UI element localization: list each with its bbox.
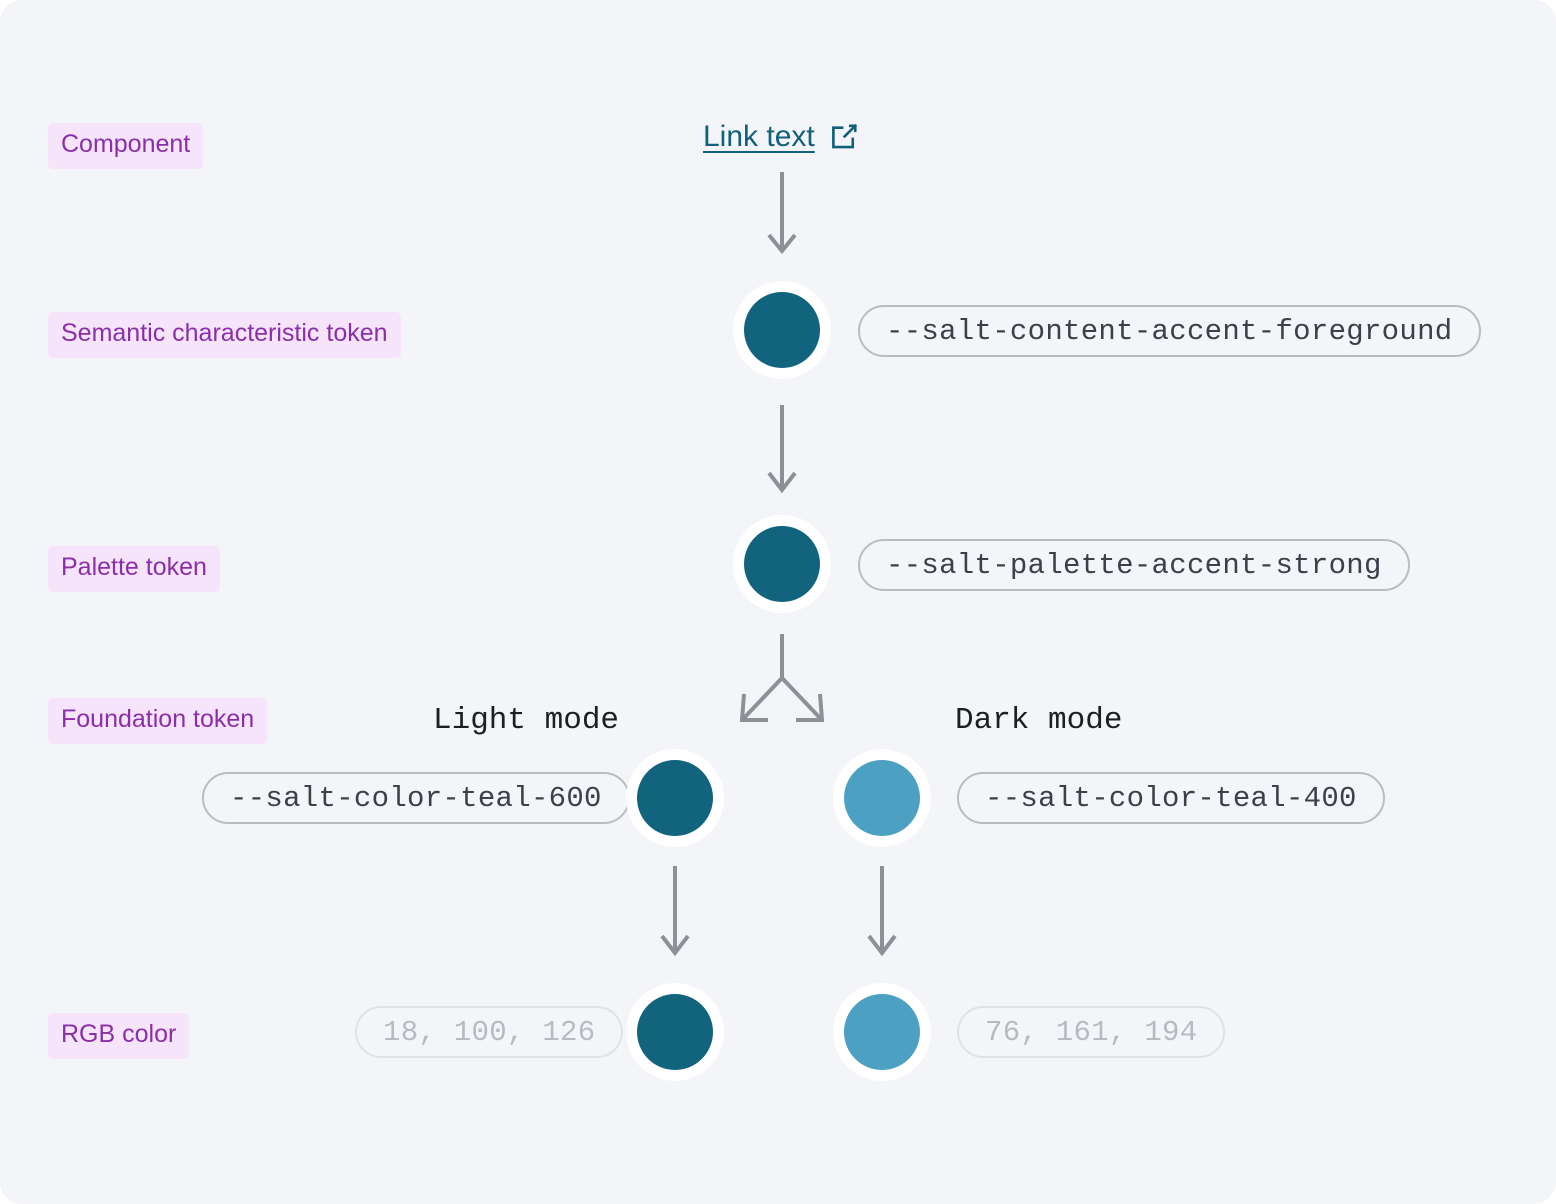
- swatch-dot: [744, 292, 820, 368]
- arrow-fork-palette-to-foundation: [718, 632, 846, 739]
- mode-label-dark: Dark mode: [955, 703, 1123, 738]
- swatch-palette-token: [733, 515, 831, 613]
- external-link-icon[interactable]: [829, 122, 859, 152]
- token-pill-semantic[interactable]: --salt-content-accent-foreground: [858, 305, 1481, 357]
- swatch-dot: [637, 760, 713, 836]
- arrow-component-to-semantic: [760, 172, 804, 267]
- swatch-semantic-token: [733, 281, 831, 379]
- link-component[interactable]: Link text: [703, 120, 859, 154]
- arrow-semantic-to-palette: [760, 405, 804, 505]
- mode-label-light: Light mode: [433, 703, 620, 738]
- swatch-foundation-light: [626, 749, 724, 847]
- swatch-foundation-dark: [833, 749, 931, 847]
- arrow-foundation-light-to-rgb: [653, 866, 697, 969]
- row-label-semantic-characteristic-token: Semantic characteristic token: [48, 312, 401, 358]
- row-label-foundation-token: Foundation token: [48, 698, 268, 744]
- swatch-dot: [637, 994, 713, 1070]
- row-label-palette-token: Palette token: [48, 546, 220, 592]
- swatch-rgb-dark: [833, 983, 931, 1081]
- rgb-pill-dark: 76, 161, 194: [957, 1006, 1226, 1058]
- token-pill-palette[interactable]: --salt-palette-accent-strong: [858, 539, 1410, 591]
- token-pill-foundation-light[interactable]: --salt-color-teal-600: [202, 772, 630, 824]
- swatch-dot: [744, 526, 820, 602]
- link-text[interactable]: Link text: [703, 120, 815, 153]
- row-label-rgb-color: RGB color: [48, 1013, 190, 1059]
- swatch-dot: [844, 760, 920, 836]
- swatch-dot: [844, 994, 920, 1070]
- row-label-component: Component: [48, 123, 204, 169]
- arrow-foundation-dark-to-rgb: [860, 866, 904, 969]
- swatch-rgb-light: [626, 983, 724, 1081]
- token-pill-foundation-dark[interactable]: --salt-color-teal-400: [957, 772, 1385, 824]
- rgb-pill-light: 18, 100, 126: [355, 1006, 624, 1058]
